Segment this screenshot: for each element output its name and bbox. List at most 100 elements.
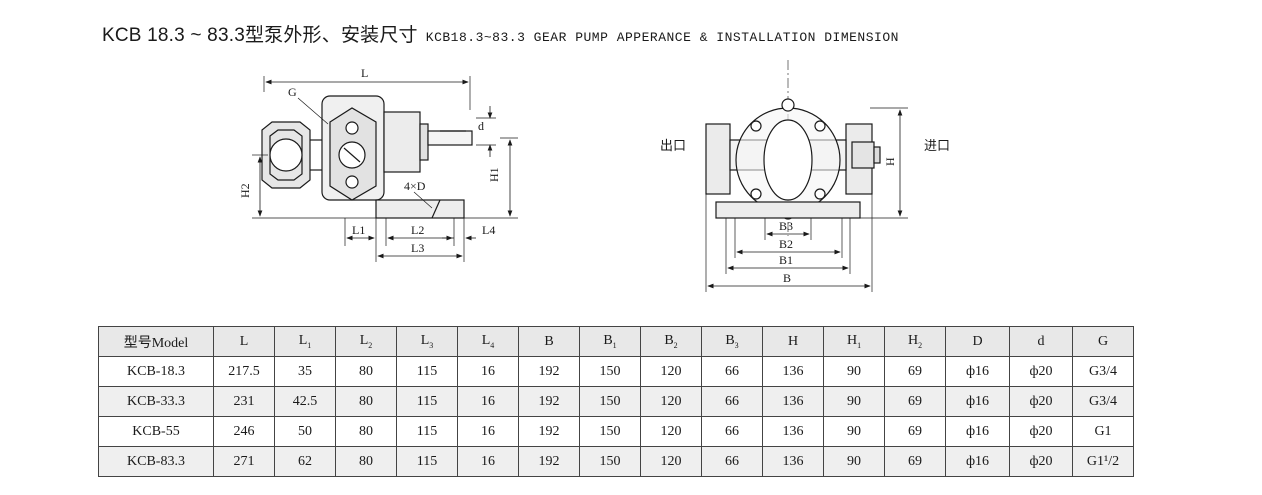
value-cell: 136 [762, 446, 824, 477]
header-text: L [239, 333, 249, 349]
side-view-labels: L G d H1 H2 4×D L1 L2 L3 L4 [238, 66, 501, 255]
header-subscript: 1 [857, 340, 862, 350]
value-cell: 120 [640, 356, 702, 387]
table-header-cell: H1 [823, 326, 885, 357]
header-text: H [846, 333, 858, 349]
table-header-cell: d [1009, 326, 1073, 357]
header-text: L [481, 333, 491, 349]
header-text: D [972, 333, 983, 349]
label-outlet: 出口 [660, 138, 686, 153]
value-cell: 69 [884, 386, 946, 417]
header-text: L [298, 333, 308, 349]
header-subscript: 2 [368, 340, 373, 350]
value-cell: 115 [396, 416, 458, 447]
model-cell: KCB-83.3 [98, 446, 214, 477]
value-cell: 69 [884, 446, 946, 477]
label-H2: H2 [238, 183, 252, 198]
value-cell: G1 [1072, 416, 1134, 447]
label-L3: L3 [411, 241, 424, 255]
value-cell: 192 [518, 386, 580, 417]
front-view [705, 60, 908, 292]
value-cell: G1¹/2 [1072, 446, 1134, 477]
table-header-cell: G [1072, 326, 1134, 357]
model-cell: KCB-55 [98, 416, 214, 447]
table-header-cell: B1 [579, 326, 641, 357]
table-header-cell: L [213, 326, 275, 357]
header-text: H [907, 333, 919, 349]
title-main: KCB 18.3 ~ 83.3型泵外形、安装尺寸 [102, 25, 418, 46]
model-cell: KCB-33.3 [98, 386, 214, 417]
table-header-cell: L3 [396, 326, 458, 357]
value-cell: 90 [823, 386, 885, 417]
value-cell: ф20 [1009, 356, 1073, 387]
value-cell: 271 [213, 446, 275, 477]
value-cell: 66 [701, 446, 763, 477]
value-cell: G3/4 [1072, 356, 1134, 387]
table-header-cell: B2 [640, 326, 702, 357]
value-cell: ф20 [1009, 446, 1073, 477]
value-cell: G3/4 [1072, 386, 1134, 417]
value-cell: 150 [579, 446, 641, 477]
table-header-cell: 型号Model [98, 326, 214, 357]
value-cell: 231 [213, 386, 275, 417]
value-cell: 80 [335, 386, 397, 417]
value-cell: 16 [457, 386, 519, 417]
label-inlet: 进口 [924, 138, 950, 153]
header-subscript: 1 [612, 340, 617, 350]
value-cell: 35 [274, 356, 336, 387]
header-text: B [603, 333, 613, 349]
value-cell: 115 [396, 356, 458, 387]
value-cell: 80 [335, 446, 397, 477]
value-cell: 115 [396, 386, 458, 417]
value-cell: ф16 [945, 416, 1010, 447]
value-cell: 217.5 [213, 356, 275, 387]
value-cell: 150 [579, 416, 641, 447]
value-cell: 66 [701, 416, 763, 447]
value-cell: ф20 [1009, 386, 1073, 417]
value-cell: 120 [640, 446, 702, 477]
value-cell: 80 [335, 416, 397, 447]
table-header-cell: H [762, 326, 824, 357]
table-header-cell: H2 [884, 326, 946, 357]
table-header-cell: L4 [457, 326, 519, 357]
value-cell: 62 [274, 446, 336, 477]
value-cell: 80 [335, 356, 397, 387]
value-cell: ф20 [1009, 416, 1073, 447]
value-cell: 136 [762, 416, 824, 447]
table-header-cell: D [945, 326, 1010, 357]
table-header-cell: L1 [274, 326, 336, 357]
header-text: H [787, 333, 799, 349]
header-subscript: 3 [429, 340, 434, 350]
value-cell: ф16 [945, 356, 1010, 387]
side-view [252, 76, 518, 262]
header-text: G [1097, 333, 1109, 349]
value-cell: 136 [762, 356, 824, 387]
label-L: L [361, 66, 368, 80]
header-subscript: 2 [673, 340, 678, 350]
label-B: B [783, 271, 791, 285]
label-H: H [883, 157, 897, 166]
value-cell: 50 [274, 416, 336, 447]
label-B1: B1 [779, 253, 793, 267]
value-cell: 150 [579, 386, 641, 417]
table-header-cell: B [518, 326, 580, 357]
title-sub: KCB18.3~83.3 GEAR PUMP APPERANCE & INSTA… [425, 30, 899, 45]
value-cell: 192 [518, 446, 580, 477]
value-cell: 66 [701, 386, 763, 417]
table-header-cell: B3 [701, 326, 763, 357]
header-text: B [664, 333, 674, 349]
value-cell: 150 [579, 356, 641, 387]
label-L2: L2 [411, 223, 424, 237]
model-cell: KCB-18.3 [98, 356, 214, 387]
value-cell: 120 [640, 416, 702, 447]
label-B2: B2 [779, 237, 793, 251]
label-G: G [288, 85, 297, 99]
value-cell: 16 [457, 416, 519, 447]
header-subscript: 1 [307, 340, 312, 350]
value-cell: 90 [823, 356, 885, 387]
